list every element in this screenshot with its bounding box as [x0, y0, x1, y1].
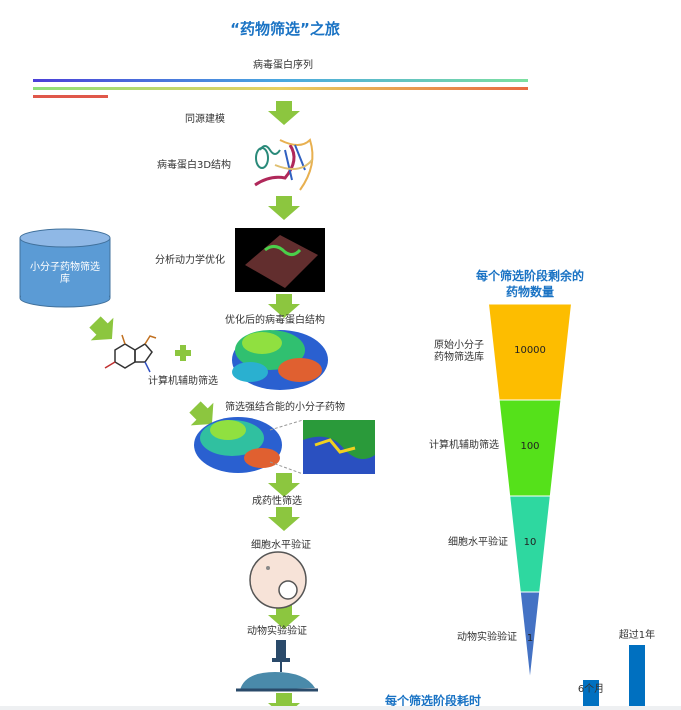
funnel-title-line2: 药物数量 [505, 285, 555, 299]
funnel-title: 每个筛选阶段剩余的 药物数量 [476, 268, 584, 300]
funnel-label-0-line2: 药物筛选库 [434, 352, 484, 363]
bar-label-1: 超过1年 [618, 630, 656, 641]
small-molecule-image [104, 334, 157, 373]
label-3d-structure: 病毒蛋白3D结构 [157, 160, 232, 171]
label-homology: 同源建模 [185, 114, 225, 125]
funnel-label-1: 计算机辅助筛选 [429, 440, 499, 451]
time-bar [629, 645, 645, 710]
cell-image [249, 551, 307, 609]
label-cell: 细胞水平验证 [251, 540, 311, 551]
funnel-label-0: 原始小分子 药物筛选库 [434, 340, 484, 364]
label-library: 小分子药物筛选库 [30, 262, 100, 285]
protein-3d-structure-image [254, 138, 314, 191]
arrow-down-icon [268, 473, 300, 497]
small-molecule-library-cylinder [19, 228, 111, 308]
time-bar-chart [583, 645, 645, 710]
mouse-experiment-icon [236, 640, 318, 692]
funnel-value-0: 10000 [514, 345, 546, 356]
label-druggability: 成药性筛选 [252, 496, 302, 507]
dynamics-simulation-image [235, 228, 325, 292]
binding-complex-image [194, 417, 375, 475]
arrow-down-icon [268, 196, 300, 220]
bottom-scroll-strip [0, 706, 681, 710]
label-optimized: 优化后的病毒蛋白结构 [225, 315, 325, 326]
funnel-value-2: 10 [523, 537, 537, 548]
page-title: “药物筛选”之旅 [230, 20, 340, 38]
label-computer-screen: 计算机辅助筛选 [148, 376, 218, 387]
funnel-label-3: 动物实验验证 [457, 632, 517, 643]
time-chart-title: 每个筛选阶段耗时 [385, 694, 482, 708]
optimized-protein-surface-image [232, 330, 328, 390]
arrow-diagonal-icon [83, 310, 124, 351]
label-dynamics: 分析动力学优化 [155, 255, 225, 266]
funnel-segment [519, 591, 541, 681]
funnel-value-3: 1 [526, 633, 534, 644]
arrow-down-icon [268, 101, 300, 125]
funnel-label-0-line1: 原始小分子 [434, 340, 484, 351]
funnel-label-2: 细胞水平验证 [448, 537, 508, 548]
funnel-value-1: 100 [520, 441, 540, 452]
time-bar [583, 680, 599, 710]
funnel-title-line1: 每个筛选阶段剩余的 [475, 269, 585, 283]
label-animal: 动物实验验证 [247, 626, 307, 637]
bar-label-0: 6个月 [577, 684, 605, 695]
plus-icon [175, 345, 191, 361]
label-strong-binding: 筛选强结合能的小分子药物 [225, 402, 345, 413]
arrow-down-icon [268, 507, 300, 531]
label-sequence: 病毒蛋白序列 [253, 60, 313, 71]
funnel-chart [487, 303, 573, 681]
protein-sequence-strip [33, 79, 528, 98]
